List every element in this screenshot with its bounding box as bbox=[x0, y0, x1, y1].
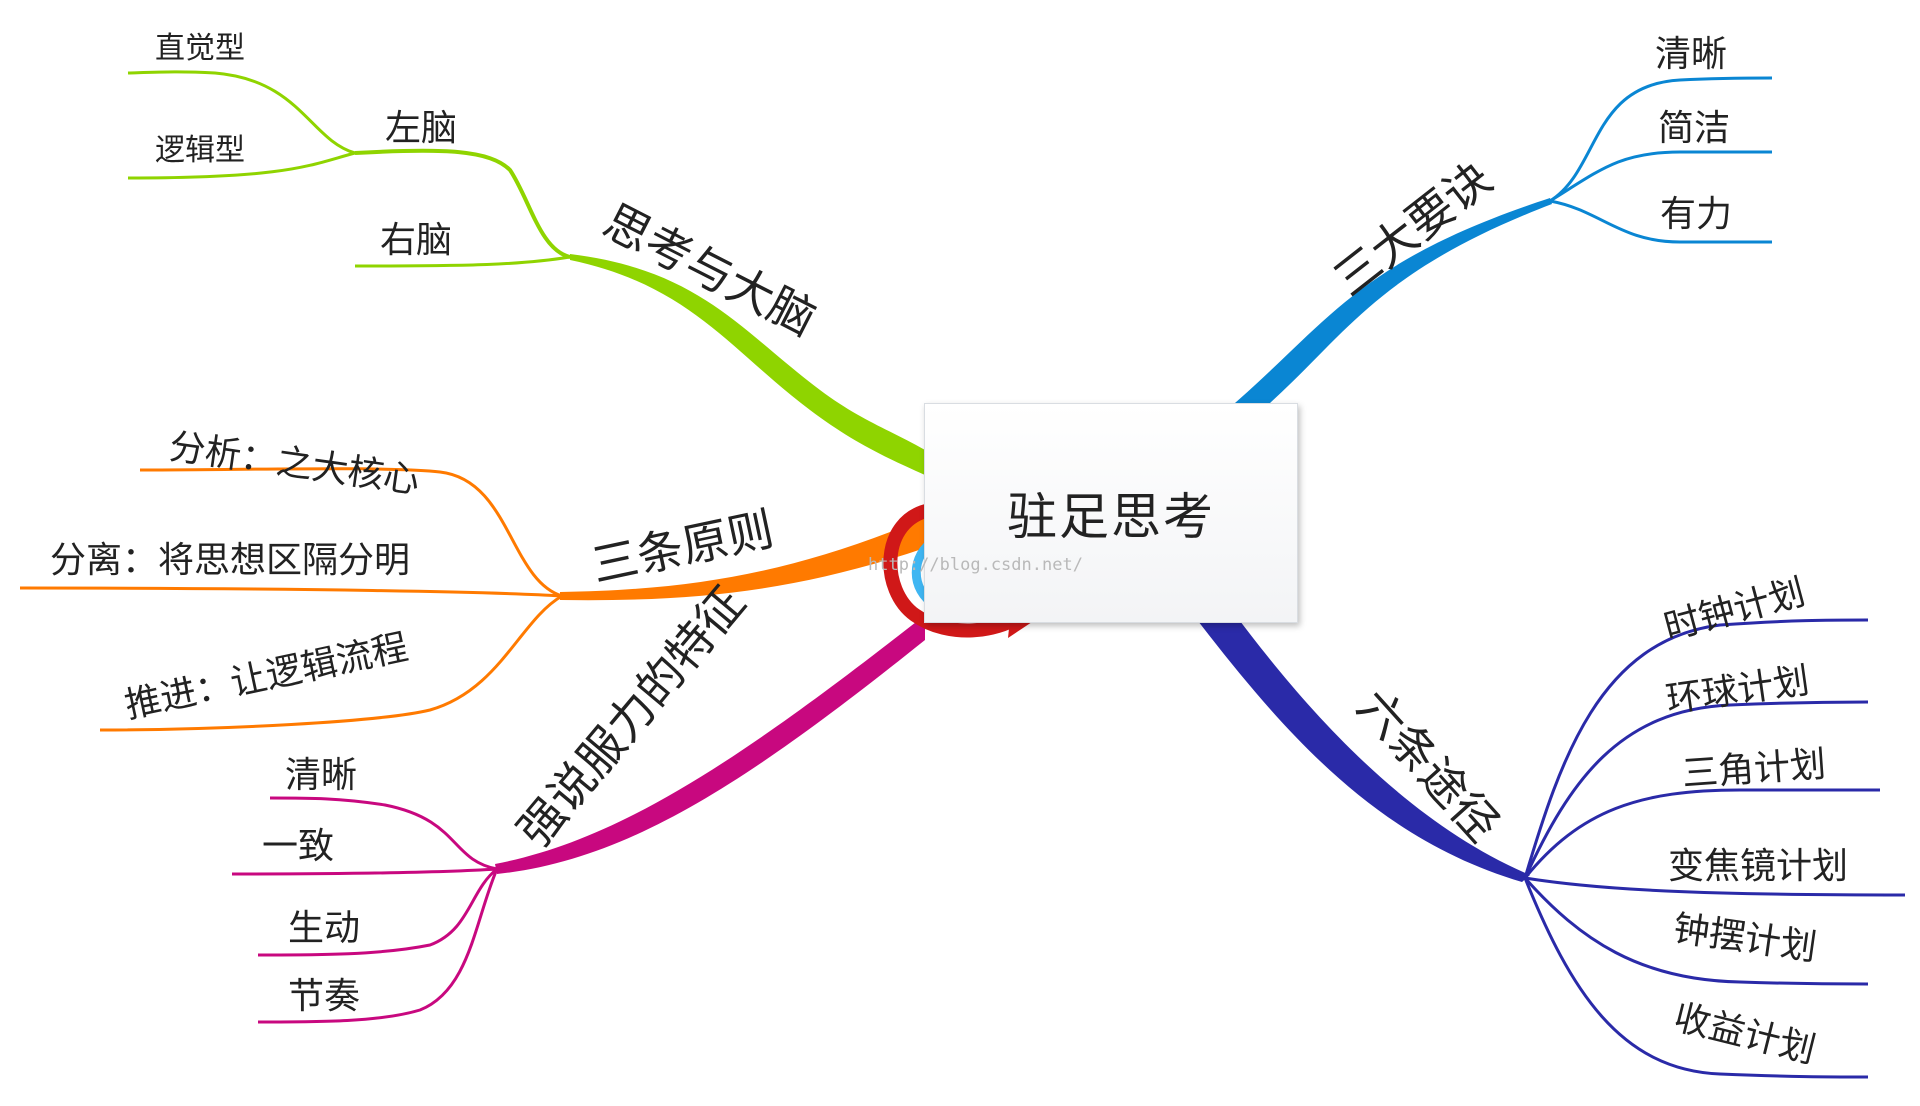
central-topic-label: 驻足思考 bbox=[1007, 488, 1215, 546]
node-right-brain: 右脑 bbox=[380, 220, 452, 261]
node-logical: 逻辑型 bbox=[155, 133, 245, 168]
branch-six-paths: 六条途径 时钟计划 环球计划 三角计划 变焦镜计划 钟摆计划 收益计划 bbox=[1198, 572, 1906, 1079]
branch-three-keys: 三大要诀 清晰 简洁 有力 bbox=[1235, 34, 1773, 403]
node-rhythm: 节奏 bbox=[288, 976, 360, 1017]
branch-thinking-brain: 思考与大脑 左脑 直觉型 逻辑型 右脑 bbox=[127, 31, 925, 475]
node-left-brain: 左脑 bbox=[385, 108, 457, 149]
node-profit-plan: 收益计划 bbox=[1670, 997, 1820, 1072]
node-triangle-plan: 三角计划 bbox=[1681, 744, 1828, 795]
node-consistent: 一致 bbox=[262, 826, 334, 867]
node-intuitive: 直觉型 bbox=[155, 31, 245, 66]
node-powerful: 有力 bbox=[1660, 194, 1732, 235]
watermark: http://blog.csdn.net/ bbox=[868, 555, 1083, 575]
node-zoom-plan: 变焦镜计划 bbox=[1668, 846, 1848, 887]
node-globe-plan: 环球计划 bbox=[1664, 660, 1812, 721]
node-separation: 分离：将思想区隔分明 bbox=[50, 540, 410, 581]
node-concise: 简洁 bbox=[1658, 108, 1730, 149]
node-pendulum-plan: 钟摆计划 bbox=[1671, 908, 1819, 969]
branch-label-persuasive: 强说服力的特征 bbox=[507, 576, 755, 857]
branch-three-principles: 三条原则 分析：之大核心 分离：将思想区隔分明 推进：让逻辑流程 bbox=[19, 426, 925, 732]
central-topic[interactable]: 驻足思考 bbox=[924, 403, 1298, 623]
node-advance: 推进：让逻辑流程 bbox=[121, 627, 411, 727]
node-clear-1: 清晰 bbox=[285, 755, 357, 796]
refresh-arrow-icon bbox=[883, 503, 1022, 638]
node-analysis: 分析：之大核心 bbox=[167, 426, 422, 502]
node-vivid: 生动 bbox=[288, 908, 360, 949]
node-clear-2: 清晰 bbox=[1655, 34, 1727, 75]
node-clock-plan: 时钟计划 bbox=[1660, 572, 1810, 649]
